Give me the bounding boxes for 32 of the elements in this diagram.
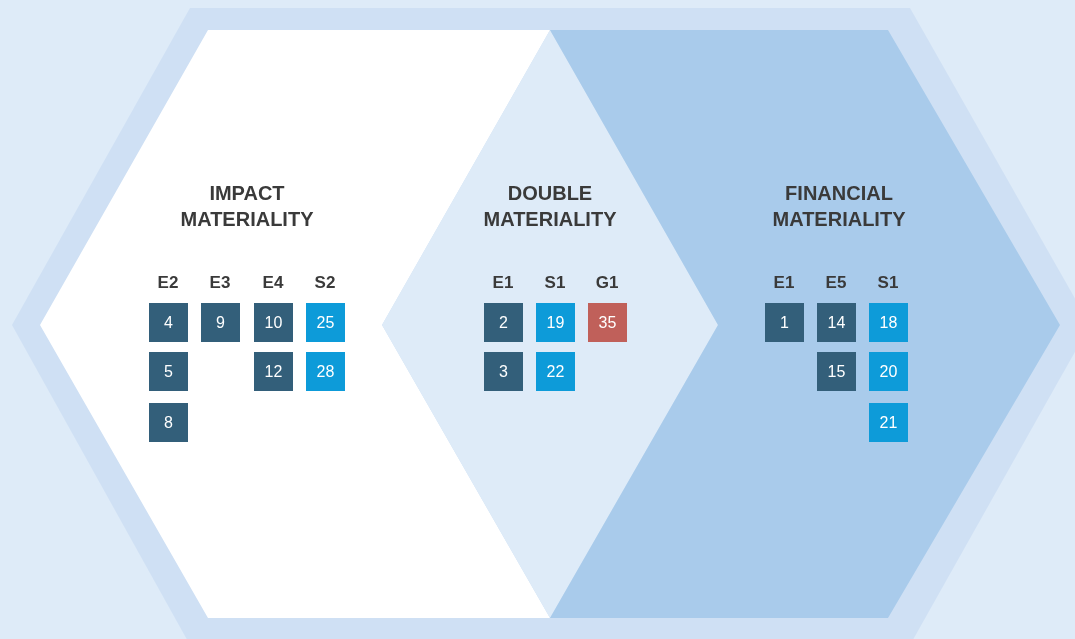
column-header: E5 xyxy=(824,273,848,293)
number-tile: 14 xyxy=(817,303,856,342)
column-header: S1 xyxy=(876,273,900,293)
number-tile: 15 xyxy=(817,352,856,391)
number-tile: 19 xyxy=(536,303,575,342)
column-header: E1 xyxy=(491,273,515,293)
column-header: S1 xyxy=(543,273,567,293)
number-tile: 25 xyxy=(306,303,345,342)
region-title: DOUBLE MATERIALITY xyxy=(482,181,618,232)
number-tile: 20 xyxy=(869,352,908,391)
region-title: FINANCIAL MATERIALITY xyxy=(771,181,907,232)
number-tile: 10 xyxy=(254,303,293,342)
number-tile: 3 xyxy=(484,352,523,391)
number-tile: 12 xyxy=(254,352,293,391)
number-tile: 22 xyxy=(536,352,575,391)
region-title: IMPACT MATERIALITY xyxy=(179,181,315,232)
number-tile: 35 xyxy=(588,303,627,342)
number-tile: 5 xyxy=(149,352,188,391)
column-header: E2 xyxy=(156,273,180,293)
column-header: E3 xyxy=(208,273,232,293)
number-tile: 2 xyxy=(484,303,523,342)
number-tile: 8 xyxy=(149,403,188,442)
number-tile: 9 xyxy=(201,303,240,342)
number-tile: 1 xyxy=(765,303,804,342)
number-tile: 18 xyxy=(869,303,908,342)
number-tile: 4 xyxy=(149,303,188,342)
column-header: S2 xyxy=(313,273,337,293)
column-header: G1 xyxy=(594,273,620,293)
column-header: E4 xyxy=(261,273,285,293)
number-tile: 28 xyxy=(306,352,345,391)
number-tile: 21 xyxy=(869,403,908,442)
column-header: E1 xyxy=(772,273,796,293)
